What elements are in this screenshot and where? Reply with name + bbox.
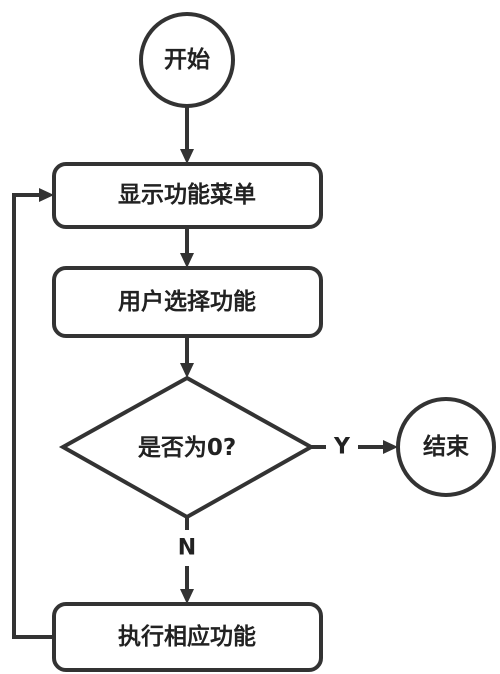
node-user-select: 用户选择功能 <box>52 266 323 338</box>
arrowhead-decision-to-end <box>383 440 398 454</box>
node-end: 结束 <box>396 397 496 497</box>
end-label: 结束 <box>423 434 470 460</box>
edge-loop-back-to-show-menu <box>12 193 54 639</box>
show-menu-label: 显示功能菜单 <box>118 181 256 208</box>
start-circle <box>139 12 235 108</box>
end-circle <box>396 397 496 497</box>
arrowhead-loop-back-to-show-menu <box>39 188 54 202</box>
user-select-label: 用户选择功能 <box>118 288 256 315</box>
execute-box <box>52 602 323 672</box>
arrowhead-show-menu-to-user-select <box>180 253 194 268</box>
arrowhead-decision-to-execute <box>180 589 194 604</box>
arrowhead-user-select-to-decision <box>180 363 194 378</box>
edge-label-yes: Y <box>333 435 351 460</box>
node-start: 开始 <box>139 12 235 108</box>
edge-label-no: N <box>178 536 196 561</box>
execute-label: 执行相应功能 <box>118 623 256 650</box>
node-decision: 是否为0? <box>58 375 316 520</box>
arrowhead-start-to-show-menu <box>180 149 194 164</box>
user-select-box <box>52 266 323 338</box>
decision-diamond <box>58 375 316 520</box>
decision-label: 是否为0? <box>138 435 236 461</box>
node-execute: 执行相应功能 <box>52 602 323 672</box>
node-show-menu: 显示功能菜单 <box>52 162 323 229</box>
start-label: 开始 <box>164 46 210 73</box>
show-menu-box <box>52 162 323 229</box>
